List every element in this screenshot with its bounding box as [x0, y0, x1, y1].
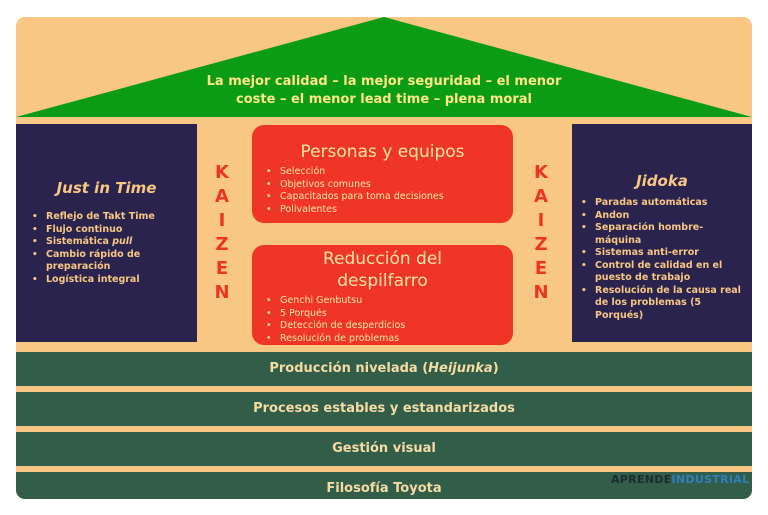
jidoka-item: Control de calidad en el puesto de traba… [581, 260, 748, 285]
personas-item: Polivalentes [266, 204, 507, 217]
jidoka-item: Paradas automáticas [581, 197, 748, 210]
jit-item: Reflejo de Takt Time [32, 211, 191, 224]
roof [16, 17, 752, 117]
pillar-jidoka: Jidoka Paradas automáticas Andon Separac… [572, 124, 752, 342]
jidoka-list: Paradas automáticas Andon Separación hom… [572, 197, 752, 322]
personas-item: Selección [266, 166, 507, 179]
reduccion-item: Detección de desperdicios [266, 320, 507, 333]
kaizen-letter: I [218, 210, 226, 231]
jit-item-text: Sistemática [46, 236, 109, 247]
band-filosofia-toyota: Filosofía Toyota [16, 472, 752, 499]
jit-item-italic: pull [112, 236, 133, 247]
pillar-just-in-time: Just in Time Reflejo de Takt Time Flujo … [16, 124, 197, 342]
kaizen-right: K A I Z E N [529, 161, 553, 305]
reduccion-list: Genchi Genbutsu 5 Porqués Detección de d… [252, 295, 513, 345]
box-personas-equipos: Personas y equipos Selección Objetivos c… [252, 125, 513, 223]
box-title-line2: despilfarro [337, 271, 428, 291]
jit-item: Sistemática pull [32, 236, 191, 249]
jidoka-item: Andon [581, 210, 748, 223]
reduccion-item: Genchi Genbutsu [266, 295, 507, 308]
jidoka-item: Resolución de la causa real de los probl… [581, 285, 748, 323]
box-title-line1: Reducción del [322, 249, 443, 269]
brand-logo: APRENDEINDUSTRIAL [611, 473, 749, 487]
jit-item: Logística integral [32, 274, 191, 287]
pillar-title-jidoka: Jidoka [636, 172, 688, 190]
kaizen-letter: N [214, 282, 230, 303]
band-procesos-estables: Procesos estables y estandarizados [16, 392, 752, 426]
band-text-italic: Heijunka [428, 361, 493, 376]
box-title-reduccion: Reducción del despilfarro [252, 248, 513, 292]
band-produccion-nivelada: Producción nivelada (Heijunka) [16, 352, 752, 386]
kaizen-letter: I [537, 210, 545, 231]
jit-item: Flujo continuo [32, 224, 191, 237]
kaizen-left: K A I Z E N [210, 161, 234, 305]
kaizen-letter: A [215, 186, 229, 207]
jidoka-item: Separación hombre-máquina [581, 222, 748, 247]
band-gestion-visual: Gestión visual [16, 432, 752, 466]
kaizen-letter: Z [215, 234, 229, 255]
band-text: Producción nivelada ( [269, 361, 429, 376]
kaizen-letter: Z [534, 234, 548, 255]
brand-part1: APRENDE [611, 473, 672, 486]
box-reduccion-despilfarro: Reducción del despilfarro Genchi Genbuts… [252, 245, 513, 345]
roof-text-line2: coste – el menor lead time – plena moral [236, 92, 532, 107]
jit-list: Reflejo de Takt Time Flujo continuo Sist… [16, 211, 197, 286]
personas-list: Selección Objetivos comunes Capacitados … [252, 166, 513, 216]
roof-triangle [16, 17, 752, 117]
jidoka-item: Sistemas anti-error [581, 247, 748, 260]
pillar-title-just-in-time: Just in Time [56, 179, 157, 197]
kaizen-letter: E [215, 258, 229, 279]
kaizen-letter: N [533, 282, 549, 303]
kaizen-letter: E [534, 258, 548, 279]
box-title-personas-equipos: Personas y equipos [300, 142, 465, 162]
kaizen-letter: A [534, 186, 548, 207]
reduccion-item: Resolución de problemas [266, 333, 507, 346]
personas-item: Objetivos comunes [266, 179, 507, 192]
jit-item: Cambio rápido de preparación [32, 249, 191, 274]
roof-text-line1: La mejor calidad – la mejor seguridad – … [206, 74, 562, 89]
personas-item: Capacitados para toma decisiones [266, 191, 507, 204]
band-text: ) [492, 361, 499, 376]
brand-part2: INDUSTRIAL [671, 473, 750, 486]
house-diagram: La mejor calidad – la mejor seguridad – … [16, 17, 752, 499]
kaizen-letter: K [534, 162, 548, 183]
reduccion-item: 5 Porqués [266, 308, 507, 321]
roof-text: La mejor calidad – la mejor seguridad – … [166, 73, 602, 109]
kaizen-letter: K [215, 162, 229, 183]
